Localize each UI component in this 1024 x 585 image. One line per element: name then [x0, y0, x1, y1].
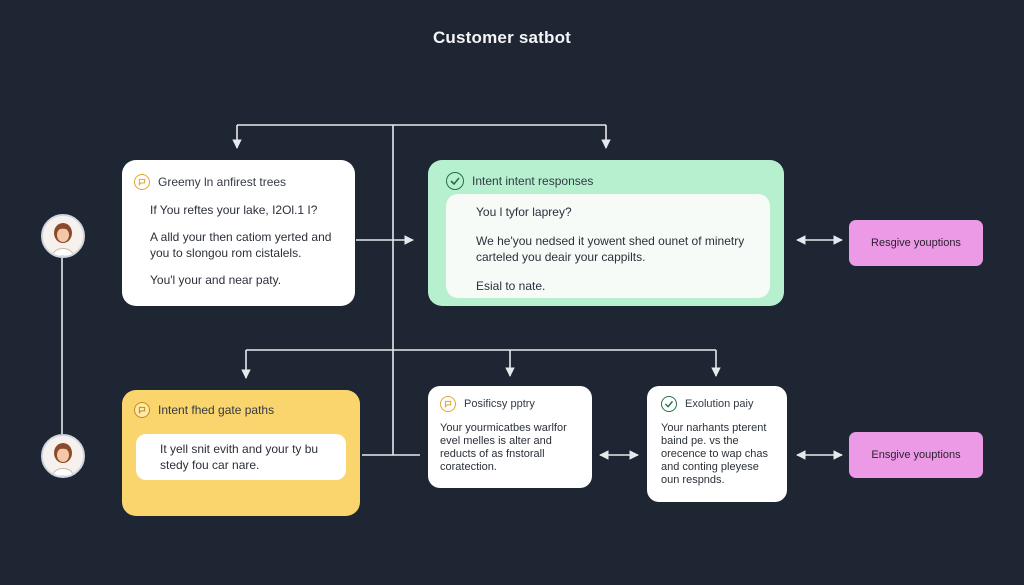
- chat-bubble-icon: [134, 174, 150, 190]
- card-line: oun respnds.: [661, 474, 725, 486]
- card-line: You l tyfor laprey?: [476, 205, 572, 219]
- card-heading: Greemy ln anfirest trees: [158, 175, 287, 189]
- card-line: Your yourmicatbes warlfor: [440, 422, 567, 434]
- check-circle-icon: [446, 172, 464, 190]
- card-inner-panel: You l tyfor laprey? We he'you nedsed it …: [446, 194, 770, 298]
- card-top-middle[interactable]: Intent intent responses You l tyfor lapr…: [428, 160, 784, 306]
- card-header: Intent intent responses: [446, 172, 770, 190]
- card-line: coratection.: [440, 461, 497, 473]
- card-body: Your yourmicatbes warlfor evel melles is…: [440, 422, 582, 474]
- card-header: Exolution paiy: [661, 396, 779, 412]
- card-body: Your narhants pterent baind pe. vs the o…: [661, 422, 779, 487]
- card-body: If You reftes your lake, I2Ol.1 I? A all…: [150, 202, 343, 288]
- diagram-title: Customer satbot: [432, 28, 572, 47]
- card-line: Your narhants pterent: [661, 422, 767, 434]
- card-line: You'l your and near paty.: [150, 273, 282, 287]
- card-heading: Exolution paiy: [685, 398, 754, 410]
- card-top-left[interactable]: Greemy ln anfirest trees If You reftes y…: [122, 160, 355, 306]
- card-line: stedy fou car nare.: [160, 458, 260, 472]
- card-header: Intent fhed gate paths: [134, 402, 348, 418]
- pill-top[interactable]: Resgive youptions: [849, 220, 983, 266]
- card-heading: Intent fhed gate paths: [158, 403, 275, 417]
- card-line: orecence to wap chas: [661, 448, 769, 460]
- card-inner-panel: It yell snit evith and your ty bu stedy …: [136, 434, 346, 480]
- card-line: carteled you deair your cappilts.: [476, 250, 646, 264]
- card-body: It yell snit evith and your ty bu stedy …: [136, 434, 346, 473]
- card-body: You l tyfor laprey? We he'you nedsed it …: [446, 194, 770, 294]
- card-line: Esial to nate.: [476, 279, 546, 293]
- card-line: evel melles is alter and: [440, 435, 552, 447]
- user-avatar-icon: [41, 214, 85, 258]
- chat-bubble-icon: [440, 396, 456, 412]
- card-heading: Posificsy pptry: [464, 398, 535, 410]
- check-circle-icon: [661, 396, 677, 412]
- card-line: It yell snit evith and your ty bu: [160, 442, 319, 456]
- card-bottom-middle[interactable]: Posificsy pptry Your yourmicatbes warlfo…: [428, 386, 592, 488]
- card-header: Greemy ln anfirest trees: [134, 174, 343, 190]
- card-header: Posificsy pptry: [440, 396, 582, 412]
- user-avatar-icon: [41, 434, 85, 478]
- card-line: reducts of as fnstorall: [440, 448, 545, 460]
- card-bottom-right[interactable]: Exolution paiy Your narhants pterent bai…: [647, 386, 787, 502]
- pill-bottom[interactable]: Ensgive youptions: [849, 432, 983, 478]
- card-line: you to slongou rom cistalels.: [150, 246, 302, 260]
- card-line: We he'you nedsed it yowent shed ounet of…: [476, 234, 745, 248]
- card-line: If You reftes your lake, I2Ol.1 I?: [150, 203, 318, 217]
- card-line: and conting pleyese: [661, 461, 759, 473]
- card-heading: Intent intent responses: [472, 174, 594, 188]
- chat-bubble-icon: [134, 402, 150, 418]
- card-line: baind pe. vs the: [661, 435, 739, 447]
- card-bottom-left[interactable]: Intent fhed gate paths It yell snit evit…: [122, 390, 360, 516]
- card-line: A alld your then catiom yerted and: [150, 230, 332, 244]
